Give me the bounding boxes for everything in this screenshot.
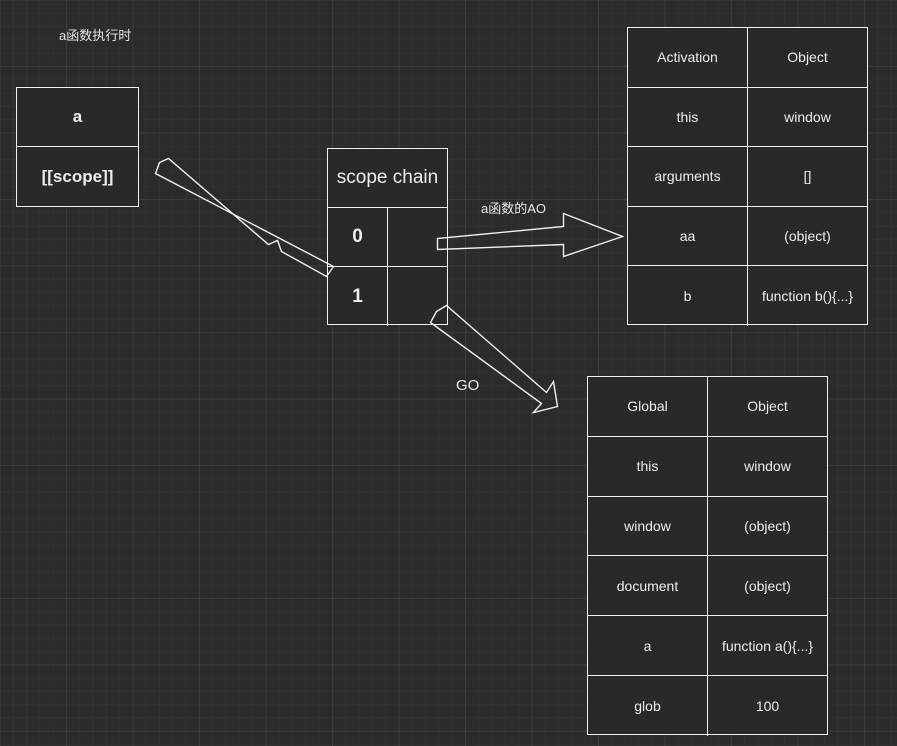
ao-row-value: function b(){...} (761, 288, 854, 305)
function-scope-row: [[scope]] (17, 147, 138, 206)
arrow-go-label: GO (456, 377, 480, 394)
table-row: window (object) (588, 496, 827, 557)
ao-row-key: this (628, 87, 748, 147)
go-header-key: Global (588, 377, 708, 436)
go-row-value: (object) (744, 577, 791, 594)
arrow-ao-label: a函数的AO (481, 201, 547, 216)
scope-chain-index-1: 1 (328, 267, 388, 326)
global-object-table: Global Object this window window (object… (587, 376, 828, 736)
go-row-key: document (588, 556, 708, 616)
go-row-value: window (744, 458, 791, 475)
ao-row-key: aa (628, 206, 748, 266)
ao-row-value: (object) (784, 228, 831, 245)
scope-chain-index-0: 0 (328, 208, 388, 266)
scope-chain-slot-1 (388, 267, 447, 326)
scope-chain-slot-0 (388, 208, 447, 266)
scope-chain-row: 1 (328, 267, 447, 326)
ao-row-key: b (628, 266, 748, 326)
go-header-value: Object (747, 398, 788, 415)
table-row: this window (628, 87, 867, 148)
go-row-key: this (588, 436, 708, 496)
table-row: document (object) (588, 556, 827, 617)
function-a-box: a [[scope]] (16, 87, 139, 207)
go-row-key: window (588, 496, 708, 556)
ao-row-key: arguments (628, 147, 748, 206)
table-row: aa (object) (628, 206, 867, 267)
scope-chain-header-cell: scope chain (336, 167, 439, 188)
ao-header-key: Activation (628, 28, 748, 87)
go-row-key: a (588, 616, 708, 675)
go-row-key: glob (588, 675, 708, 736)
table-row: arguments [] (628, 147, 867, 207)
ao-header-value: Object (787, 49, 828, 66)
arrow-go (429, 304, 559, 414)
ao-row-value: window (784, 108, 831, 125)
scope-chain-row: 0 (328, 208, 447, 267)
function-name-cell: a (72, 107, 83, 126)
arrow-scope-to-chain (154, 157, 335, 278)
function-scope-cell: [[scope]] (41, 166, 114, 186)
arrow-ao (436, 212, 625, 258)
function-name-row: a (17, 88, 138, 147)
scope-chain-header-row: scope chain (328, 149, 447, 208)
table-row: b function b(){...} (628, 266, 867, 326)
go-row-value: (object) (744, 517, 791, 534)
activation-object-table: Activation Object this window arguments … (627, 27, 868, 326)
title-note: a函数执行时 (59, 28, 132, 43)
go-row-value: 100 (755, 697, 780, 714)
table-row: a function a(){...} (588, 616, 827, 676)
go-row-value: function a(){...} (721, 637, 814, 654)
table-row: Global Object (588, 377, 827, 437)
table-row: Activation Object (628, 28, 867, 88)
table-row: this window (588, 436, 827, 497)
scope-chain-table: scope chain 0 1 (327, 148, 448, 326)
table-row: glob 100 (588, 675, 827, 736)
ao-row-value: [] (803, 168, 812, 185)
